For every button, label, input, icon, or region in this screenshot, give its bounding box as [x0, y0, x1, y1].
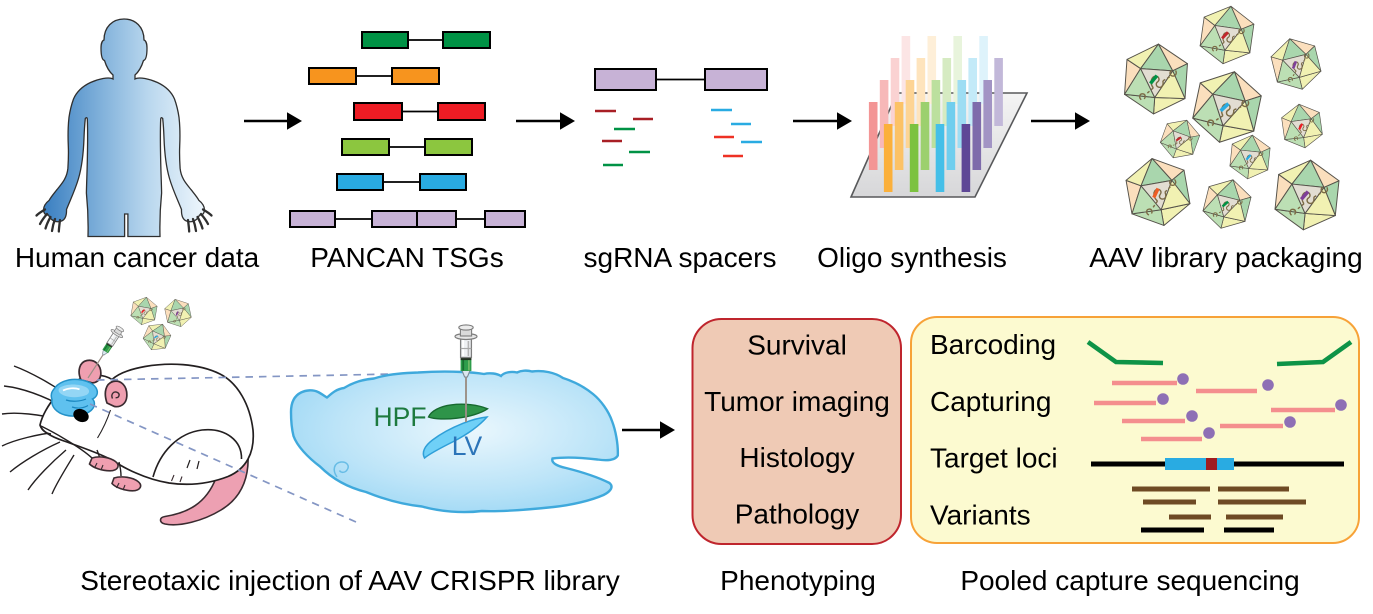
svg-text:Stereotaxic injection of AAV C: Stereotaxic injection of AAV CRISPR libr… [80, 565, 619, 596]
svg-text:HPF: HPF [374, 402, 427, 432]
svg-text:LV: LV [452, 431, 483, 461]
svg-text:Variants: Variants [930, 500, 1031, 531]
svg-text:sgRNA spacers: sgRNA spacers [584, 242, 777, 273]
svg-text:AAV library packaging: AAV library packaging [1089, 242, 1362, 273]
svg-text:PANCAN TSGs: PANCAN TSGs [310, 242, 503, 273]
svg-text:Oligo synthesis: Oligo synthesis [817, 242, 1007, 273]
svg-text:Human cancer data: Human cancer data [15, 242, 260, 273]
svg-text:Target loci: Target loci [930, 443, 1058, 474]
svg-text:Pathology: Pathology [735, 499, 860, 530]
svg-text:Barcoding: Barcoding [930, 329, 1056, 360]
svg-text:Phenotyping: Phenotyping [720, 565, 876, 596]
svg-text:Tumor imaging: Tumor imaging [704, 386, 890, 417]
svg-text:Capturing: Capturing [930, 386, 1051, 417]
svg-text:Histology: Histology [739, 442, 854, 473]
svg-text:Survival: Survival [747, 330, 847, 361]
svg-text:Pooled capture sequencing: Pooled capture sequencing [960, 565, 1299, 596]
